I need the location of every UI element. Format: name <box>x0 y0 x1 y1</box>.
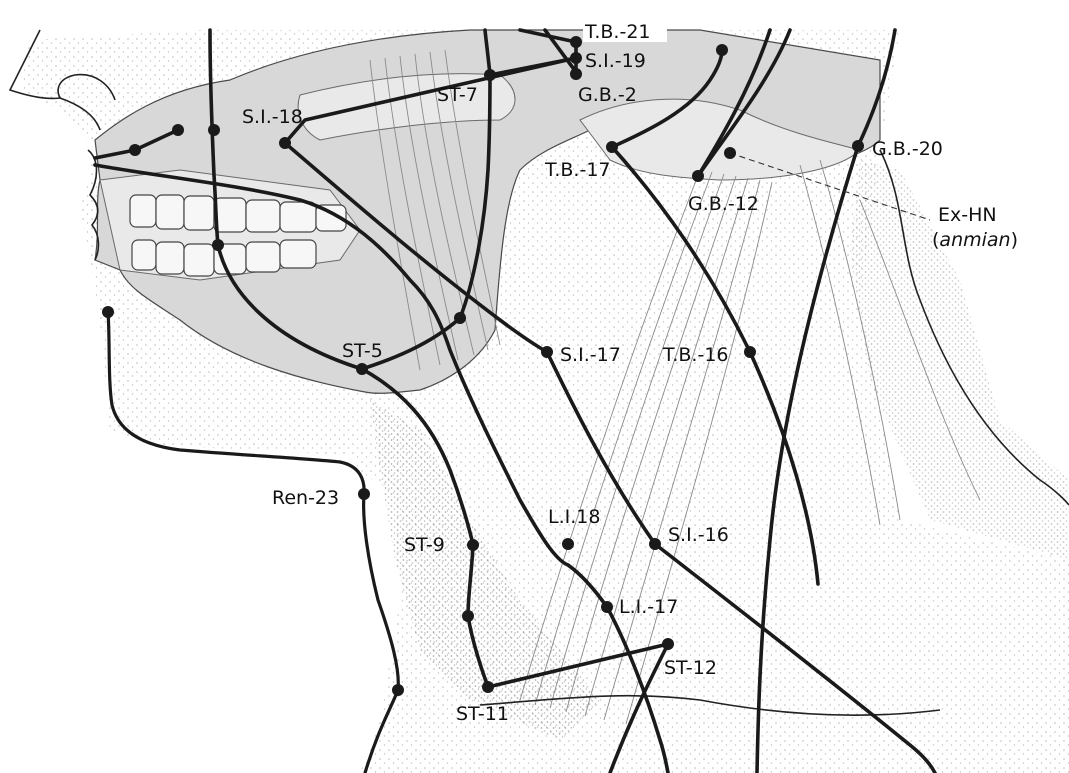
label-ren23: Ren-23 <box>272 487 339 509</box>
point-tb21 <box>570 36 582 48</box>
point-st7 <box>484 69 496 81</box>
label-li17: L.I.-17 <box>619 596 678 618</box>
throat-lower-contour <box>362 492 400 773</box>
label-si19: S.I.-19 <box>585 50 646 72</box>
meridian-lines <box>93 28 937 773</box>
point-unlabeled <box>212 239 224 251</box>
point-unlabeled <box>102 306 114 318</box>
meridian-line <box>466 614 490 689</box>
point-unlabeled <box>716 44 728 56</box>
acupoint-labels: T.B.-21 S.I.-19 G.B.-2 ST-7 S.I.-18 T.B.… <box>242 21 1018 725</box>
label-tb21: T.B.-21 <box>584 21 651 43</box>
acupoints <box>102 36 864 696</box>
point-st12 <box>662 638 674 650</box>
meridian-line <box>545 350 657 546</box>
label-st12: ST-12 <box>664 657 717 679</box>
sternocleidomastoid-muscle <box>519 169 773 725</box>
meridian-line <box>566 563 670 773</box>
meridian-line <box>93 163 570 567</box>
clavicle-outline <box>479 694 941 716</box>
label-li18: L.I.18 <box>548 506 600 528</box>
point-tb17 <box>606 141 618 153</box>
point-gb12 <box>692 170 704 182</box>
nose-outline <box>57 73 116 101</box>
point-gb20 <box>852 140 864 152</box>
label-ex-hn: Ex-HN <box>938 204 997 226</box>
meridian-line <box>360 316 462 371</box>
meridian-line <box>458 73 492 320</box>
meridian-line <box>748 350 820 586</box>
upper-teeth <box>129 194 347 233</box>
meridian-line <box>208 28 220 247</box>
label-anmian: (anmian) <box>932 229 1018 251</box>
meridian-line <box>360 367 475 547</box>
point-tb16 <box>744 346 756 358</box>
meridian-line <box>856 28 897 148</box>
point-si17 <box>541 346 553 358</box>
point-unlabeled <box>208 124 220 136</box>
posterior-neck-muscles <box>799 159 981 526</box>
back-neck-outline <box>879 149 1069 506</box>
anmian-text: anmian <box>939 229 1010 251</box>
point-si16 <box>649 538 661 550</box>
point-li18 <box>562 538 574 550</box>
label-gb12: G.B.-12 <box>688 193 759 215</box>
label-st11: ST-11 <box>456 703 509 725</box>
label-tb17: T.B.-17 <box>544 159 611 181</box>
label-gb20: G.B.-20 <box>872 138 943 160</box>
label-si17: S.I.-17 <box>560 344 621 366</box>
meridian-line <box>696 28 792 178</box>
label-tb16: T.B.-16 <box>662 344 729 366</box>
label-si18: S.I.-18 <box>242 106 303 128</box>
meridian-line <box>755 144 860 773</box>
label-si16: S.I.-16 <box>668 524 729 546</box>
point-li17 <box>601 601 613 613</box>
chin-throat-contour <box>106 310 366 496</box>
point-st11 <box>482 681 494 693</box>
point-unlabeled <box>392 684 404 696</box>
meridian-line <box>216 243 364 371</box>
point-unlabeled <box>172 124 184 136</box>
anatomy-background <box>8 29 1069 773</box>
ex-hn-guide-line <box>729 152 931 221</box>
point-unlabeled <box>454 312 466 324</box>
meridian-line <box>653 542 937 773</box>
point-ren23 <box>358 488 370 500</box>
face-profile-outline <box>8 29 101 131</box>
point-unlabeled <box>462 610 474 622</box>
label-st5: ST-5 <box>342 340 383 362</box>
posterior-neck-stipple <box>850 160 1069 560</box>
point-st5 <box>356 363 368 375</box>
point-unlabeled <box>129 144 141 156</box>
meridian-line <box>610 145 752 354</box>
meridian-line <box>610 48 724 149</box>
meridian-line <box>283 141 549 354</box>
lips-outline <box>87 149 100 261</box>
meridian-line <box>543 28 578 74</box>
meridian-line <box>608 642 670 773</box>
neck-dense-stipple <box>370 400 600 740</box>
point-st9 <box>467 539 479 551</box>
point-ex-hn <box>724 147 736 159</box>
label-st9: ST-9 <box>404 534 445 556</box>
label-st7: ST-7 <box>437 84 478 106</box>
point-si19 <box>570 52 582 64</box>
point-gb2 <box>570 68 582 80</box>
label-bg <box>583 22 667 42</box>
meridian-line <box>486 642 670 689</box>
lower-teeth <box>131 239 317 277</box>
label-gb2: G.B.-2 <box>578 84 637 106</box>
point-si18 <box>279 137 291 149</box>
